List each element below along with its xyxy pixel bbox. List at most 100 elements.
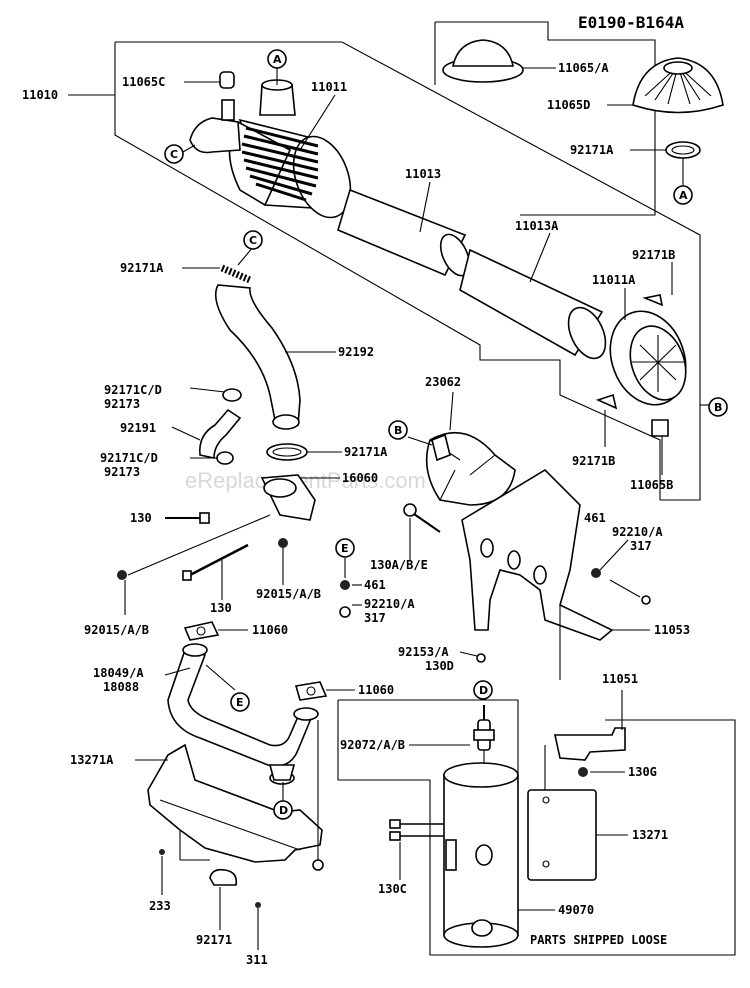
shroud-23062 [425, 431, 516, 506]
label-11011A: 11011A [592, 273, 636, 287]
label-461-right: 461 [584, 511, 606, 525]
label-11065A: 11065/A [558, 61, 609, 75]
svg-text:A: A [679, 189, 688, 202]
label-92192: 92192 [338, 345, 374, 359]
cap-11065D [632, 57, 724, 114]
label-461-mid: 461 [364, 578, 386, 592]
svg-text:B: B [714, 401, 722, 414]
label-11065D: 11065D [547, 98, 590, 112]
diagram-code: E0190-B164A [578, 13, 684, 32]
label-13271A: 13271A [70, 753, 114, 767]
callout-c-top: C [164, 144, 184, 164]
label-11065C: 11065C [122, 75, 165, 89]
fitting-16060 [260, 474, 316, 521]
parts-shipped-loose-note: PARTS SHIPPED LOOSE [530, 933, 667, 947]
label-92015AB-left: 92015/A/B [84, 623, 149, 637]
hose-92192 [214, 284, 301, 430]
label-311: 311 [246, 953, 268, 967]
label-92171CD-1: 92171C/D [104, 383, 162, 397]
label-92015AB-mid: 92015/A/B [256, 587, 321, 601]
callout-a-top: A [267, 49, 287, 69]
callout-b-right: B [708, 397, 728, 417]
label-317-right: 317 [630, 539, 652, 553]
svg-text:C: C [249, 234, 257, 247]
loose-parts-box-inner [338, 699, 519, 780]
label-92173-2: 92173 [104, 465, 140, 479]
svg-text:A: A [273, 53, 282, 66]
label-92171B-top: 92171B [632, 248, 675, 262]
label-18088: 18088 [103, 680, 139, 694]
label-130C: 130C [378, 882, 407, 896]
bolt-130-left [165, 512, 210, 524]
label-11013A: 11013A [515, 219, 559, 233]
label-18049A: 18049/A [93, 666, 144, 680]
label-11013: 11013 [405, 167, 441, 181]
bracket-11053 [461, 468, 614, 641]
label-92171B-bot: 92171B [572, 454, 615, 468]
exhaust-pipe-18049A [167, 643, 319, 785]
clamp-92171A-left [220, 264, 252, 284]
label-13271: 13271 [632, 828, 668, 842]
clamp-92171A-top [665, 141, 701, 159]
bolts-130C [389, 819, 444, 841]
label-11010: 11010 [22, 88, 58, 102]
callout-e-pipe: E [230, 692, 250, 712]
cap-group-box [435, 21, 656, 216]
filter-11013 [337, 188, 471, 277]
label-11065B: 11065B [630, 478, 673, 492]
callout-d-muffler: D [473, 680, 493, 700]
air-cleaner-group-box [115, 41, 701, 501]
svg-text:E: E [341, 542, 349, 555]
label-92072AB: 92072/A/B [340, 738, 405, 752]
label-92171A-left: 92171A [120, 261, 164, 275]
svg-text:B: B [394, 424, 402, 437]
label-317-mid: 317 [364, 611, 386, 625]
cap-11065A [442, 39, 524, 83]
label-130-left: 130 [130, 511, 152, 525]
clamp-92171-bottom [209, 868, 238, 886]
label-92153A: 92153/A [398, 645, 449, 659]
label-130ABE: 130A/B/E [370, 558, 428, 572]
label-130G: 130G [628, 765, 657, 779]
label-92210A-right: 92210/A [612, 525, 663, 539]
bracket-11051 [554, 727, 626, 761]
bolt-130ABE [403, 503, 441, 533]
label-92171-bottom: 92171 [196, 933, 232, 947]
label-233: 233 [149, 899, 171, 913]
label-130-mid: 130 [210, 601, 232, 615]
callout-a-right: A [673, 185, 693, 205]
clamp-92171A-mid [266, 443, 308, 461]
filter-11013A [459, 248, 607, 360]
bolt-130-mid [182, 543, 249, 581]
shield-plate-13271 [527, 789, 597, 881]
label-92171A-top: 92171A [570, 143, 614, 157]
label-16060: 16060 [342, 471, 378, 485]
label-92191: 92191 [120, 421, 156, 435]
callout-d-pipe: D [273, 800, 293, 820]
label-23062: 23062 [425, 375, 461, 389]
callout-b-left: B [388, 420, 408, 440]
label-11011: 11011 [311, 80, 347, 94]
air-cleaner-group-box-lower [114, 42, 661, 500]
callout-e-mid: E [335, 538, 355, 558]
loose-parts-box [337, 700, 736, 956]
end-cap-11011A [609, 310, 687, 406]
heat-shield-13271A [147, 743, 323, 863]
svg-text:D: D [279, 804, 288, 817]
label-11060-b: 11060 [358, 683, 394, 697]
label-92171A-mid: 92171A [344, 445, 388, 459]
label-92210A-mid: 92210/A [364, 597, 415, 611]
muffler-49070 [443, 762, 519, 948]
fitting-92072AB [473, 705, 495, 751]
air-cleaner-body-11011 [189, 71, 352, 219]
label-11060-a: 11060 [252, 623, 288, 637]
svg-text:D: D [479, 684, 488, 697]
gasket-11060-a [183, 621, 220, 641]
svg-text:C: C [170, 148, 178, 161]
gasket-11060-b [294, 681, 328, 701]
label-49070: 49070 [558, 903, 594, 917]
svg-text:E: E [236, 696, 244, 709]
label-11053: 11053 [654, 623, 690, 637]
